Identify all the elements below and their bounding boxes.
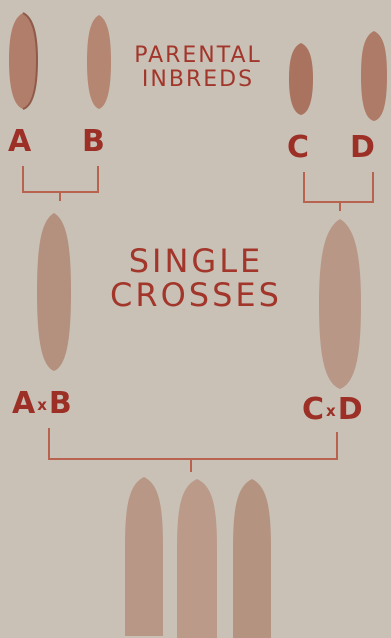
- ear-double-cross-1: [124, 476, 164, 636]
- heading-line-inbreds: INBREDS: [118, 68, 278, 92]
- connector-cd-stem: [339, 201, 341, 211]
- connector-sx-left: [48, 428, 50, 460]
- connector-ab-stem: [59, 191, 61, 201]
- ear-d: [360, 30, 388, 122]
- label-a-x-b: AxB: [12, 386, 73, 421]
- cross-x: x: [326, 402, 337, 420]
- cross-x: x: [37, 396, 48, 414]
- label-b: B: [82, 124, 106, 159]
- ear-double-cross-2: [176, 478, 218, 638]
- label-a: A: [8, 124, 32, 159]
- ear-b: [86, 14, 112, 110]
- single-crosses-heading: SINGLE CROSSES: [96, 244, 296, 312]
- corn-breeding-diagram: PARENTAL INBREDS A B C D SINGLE CROSSES …: [0, 0, 391, 624]
- ear-c: [288, 42, 314, 116]
- heading-line-parental: PARENTAL: [118, 44, 278, 68]
- heading-line-single: SINGLE: [96, 244, 296, 278]
- connector-sx-right: [336, 432, 338, 460]
- connector-ab-left: [22, 166, 24, 192]
- label-d: D: [350, 130, 376, 165]
- ear-c-x-d: [318, 218, 362, 390]
- connector-sx-bar: [48, 458, 338, 460]
- label-c-x-d-d: D: [338, 392, 364, 427]
- connector-cd-right: [372, 172, 374, 202]
- label-c-x-d-c: C: [302, 392, 325, 427]
- label-c: C: [287, 130, 310, 165]
- connector-cd-left: [303, 172, 305, 202]
- ear-a: [8, 12, 38, 110]
- label-a-x-b-b: B: [49, 386, 73, 421]
- parental-inbreds-heading: PARENTAL INBREDS: [118, 44, 278, 92]
- connector-sx-stem: [190, 458, 192, 472]
- label-a-x-b-a: A: [12, 386, 36, 421]
- ear-a-x-b: [36, 212, 72, 372]
- label-c-x-d: CxD: [302, 392, 364, 427]
- ear-double-cross-3: [232, 478, 272, 638]
- connector-ab-right: [97, 166, 99, 192]
- heading-line-crosses: CROSSES: [96, 278, 296, 312]
